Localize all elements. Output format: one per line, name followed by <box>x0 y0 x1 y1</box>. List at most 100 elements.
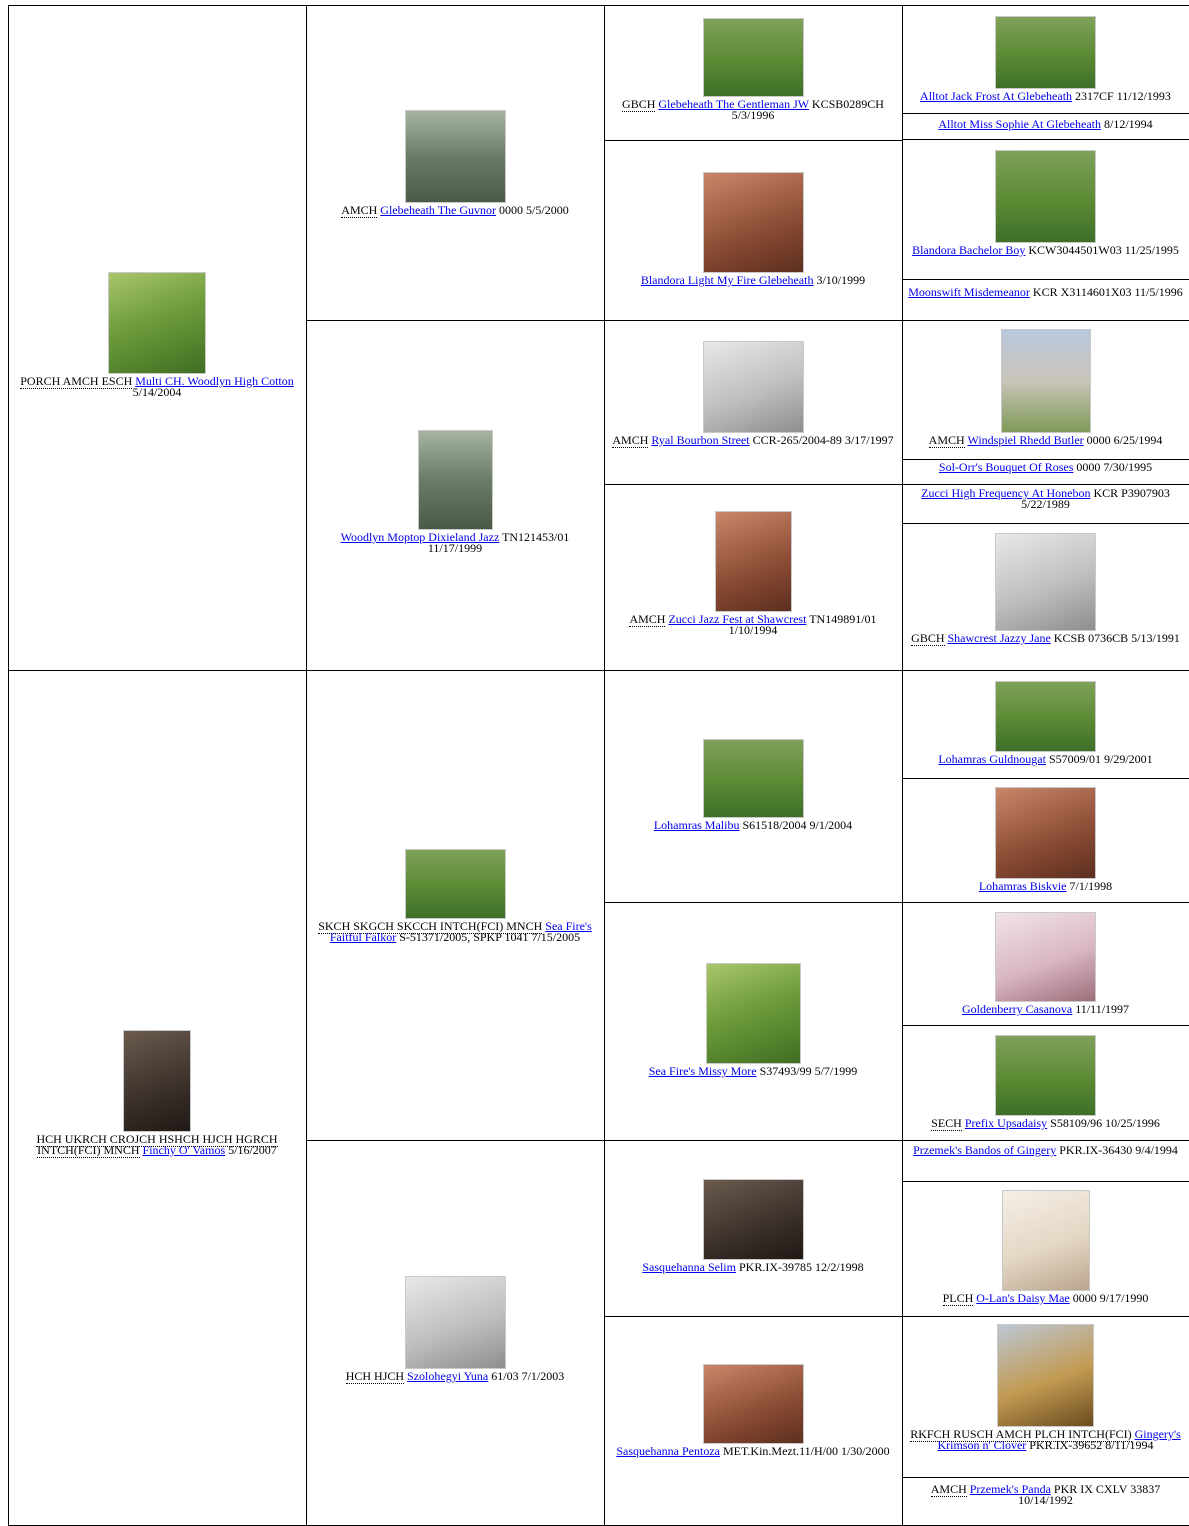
dog-caption: HCH HJCH Szolohegyi Yuna 61/03 7/1/2003 <box>312 1369 598 1384</box>
dog-entry: Sea Fire's Missy More S37493/99 5/7/1999 <box>610 963 896 1077</box>
dog-titles: HCH HJCH <box>345 1369 405 1384</box>
dog-entry: Blandora Light My Fire Glebeheath 3/10/1… <box>610 172 896 286</box>
dog-caption: Woodlyn Moptop Dixieland Jazz TN121453/0… <box>312 530 598 555</box>
dog-photo <box>995 1035 1096 1116</box>
gen4-box <box>902 484 1189 524</box>
dog-caption: Lohamras Malibu S61518/2004 9/1/2004 <box>610 818 896 832</box>
dog-name-link[interactable]: Sasquehanna Pentoza <box>616 1444 720 1458</box>
dog-name-link[interactable]: Alltot Miss Sophie At Glebeheath <box>938 117 1101 131</box>
dog-name-link[interactable]: Windspiel Rhedd Butler <box>967 433 1084 447</box>
dog-registration: 5/14/2004 <box>132 385 182 399</box>
dog-photo <box>1001 1190 1090 1291</box>
dog-name-link[interactable]: Glebeheath The Guvnor <box>380 203 497 217</box>
dog-registration: MET.Kin.Mezt.11/H/00 1/30/2000 <box>722 1444 890 1458</box>
dog-photo <box>714 511 792 612</box>
dog-name-link[interactable]: Alltot Jack Frost At Glebeheath <box>920 89 1073 103</box>
dog-photo <box>108 272 206 374</box>
dog-photo <box>417 430 493 530</box>
dog-entry: Sasquehanna Pentoza MET.Kin.Mezt.11/H/00… <box>610 1364 896 1457</box>
dog-entry: AMCH Ryal Bourbon Street CCR-265/2004-89… <box>610 341 896 448</box>
dog-name-link[interactable]: Sea Fire's Missy More <box>648 1064 757 1078</box>
dog-name-link[interactable]: Przemek's Panda <box>969 1482 1051 1496</box>
dog-entry: SKCH SKGCH SKCCH INTCH(FCI) MNCH Sea Fir… <box>312 849 598 943</box>
dog-registration: TN149891/01 1/10/1994 <box>728 612 877 637</box>
dog-caption: Goldenberry Casanova 11/11/1997 <box>906 1002 1185 1016</box>
dog-registration: KCW3044501W03 11/25/1995 <box>1028 243 1179 257</box>
dog-entry: Goldenberry Casanova 11/11/1997 <box>906 912 1185 1015</box>
dog-photo <box>702 1364 804 1444</box>
dog-registration: 0000 5/5/2000 <box>499 203 569 217</box>
dog-name-link[interactable]: Lohamras Malibu <box>653 818 740 832</box>
dog-entry: Zucci High Frequency At Honebon KCR P390… <box>906 486 1185 510</box>
dog-name-link[interactable]: Glebeheath The Gentleman JW <box>658 97 809 111</box>
dog-photo <box>404 1276 506 1369</box>
dog-name-link[interactable]: Lohamras Guldnougat <box>938 752 1046 766</box>
dog-name-link[interactable]: Blandora Bachelor Boy <box>912 243 1026 257</box>
dog-photo <box>702 1179 804 1260</box>
dog-entry: AMCH Zucci Jazz Fest at Shawcrest TN1498… <box>610 511 896 636</box>
dog-titles: AMCH <box>341 203 378 218</box>
dog-entry: Sasquehanna Selim PKR.IX-39785 12/2/1998 <box>610 1179 896 1273</box>
dog-entry: Lohamras Biskvie 7/1/1998 <box>906 787 1185 892</box>
dog-name-link[interactable]: Ryal Bourbon Street <box>651 433 750 447</box>
dog-registration: 11/11/1997 <box>1075 1002 1130 1016</box>
dog-registration: CCR-265/2004-89 3/17/1997 <box>752 433 894 447</box>
dog-photo <box>404 110 506 203</box>
dog-entry: GBCH Shawcrest Jazzy Jane KCSB 0736CB 5/… <box>906 533 1185 646</box>
gen4-box <box>902 113 1189 140</box>
dog-caption: Lohamras Biskvie 7/1/1998 <box>906 879 1185 893</box>
dog-name-link[interactable]: Shawcrest Jazzy Jane <box>947 631 1051 645</box>
dog-caption: AMCH Windspiel Rhedd Butler 0000 6/25/19… <box>906 433 1185 448</box>
dog-caption: RKFCH RUSCH AMCH PLCH INTCH(FCI) Gingery… <box>906 1427 1185 1452</box>
dog-name-link[interactable]: Szolohegyi Yuna <box>407 1369 489 1383</box>
dog-photo <box>404 849 506 919</box>
dog-registration: S57009/01 9/29/2001 <box>1048 752 1153 766</box>
dog-photo <box>123 1030 191 1132</box>
dog-name-link[interactable]: Moonswift Misdemeanor <box>908 285 1030 299</box>
dog-registration: 3/10/1999 <box>816 273 866 287</box>
dog-name-link[interactable]: Multi CH. Woodlyn High Cotton <box>135 374 294 388</box>
dog-name-link[interactable]: Przemek's Bandos of Gingery <box>913 1143 1057 1157</box>
dog-caption: PLCH O-Lan's Daisy Mae 0000 9/17/1990 <box>906 1291 1185 1306</box>
dog-registration: 2317CF 11/12/1993 <box>1075 89 1171 103</box>
dog-photo <box>995 681 1096 752</box>
dog-name-link[interactable]: Sol-Orr's Bouquet Of Roses <box>938 460 1074 474</box>
dog-caption: Przemek's Bandos of Gingery PKR.IX-36430… <box>906 1143 1185 1157</box>
dog-entry: Sol-Orr's Bouquet Of Roses 0000 7/30/199… <box>906 460 1185 474</box>
dog-name-link[interactable]: Sasquehanna Selim <box>642 1260 736 1274</box>
dog-caption: Alltot Jack Frost At Glebeheath 2317CF 1… <box>906 89 1185 103</box>
dog-titles: PORCH AMCH ESCH <box>20 374 133 389</box>
dog-titles: GBCH <box>622 97 656 112</box>
dog-name-link[interactable]: Lohamras Biskvie <box>978 879 1067 893</box>
dog-caption: Zucci High Frequency At Honebon KCR P390… <box>906 486 1185 510</box>
dog-registration: PKR.IX-39652 8/11/1994 <box>1029 1438 1154 1452</box>
dog-caption: Moonswift Misdemeanor KCR X3114601X03 11… <box>906 285 1185 299</box>
dog-name-link[interactable]: Blandora Light My Fire Glebeheath <box>640 273 814 287</box>
dog-registration: KCSB 0736CB 5/13/1991 <box>1053 631 1180 645</box>
dog-titles: AMCH <box>930 1482 967 1497</box>
dog-titles: PLCH <box>942 1291 974 1306</box>
dog-photo <box>997 1324 1094 1427</box>
dog-registration: TN121453/01 11/17/1999 <box>427 530 570 555</box>
dog-registration: S-51371/2005, SPKP 1041 7/15/2005 <box>399 930 581 944</box>
dog-entry: HCH UKRCH CROJCH HSHCH HJCH HGRCH INTCH(… <box>14 1030 300 1158</box>
dog-name-link[interactable]: Woodlyn Moptop Dixieland Jazz <box>340 530 500 544</box>
dog-photo <box>995 787 1096 879</box>
dog-name-link[interactable]: Zucci High Frequency At Honebon <box>921 486 1091 500</box>
dog-name-link[interactable]: Prefix Upsadaisy <box>964 1116 1048 1130</box>
dog-titles: SECH <box>931 1116 962 1131</box>
dog-titles: HCH UKRCH CROJCH HSHCH HJCH HGRCH INTCH(… <box>36 1132 278 1158</box>
dog-titles: AMCH <box>612 433 649 448</box>
dog-name-link[interactable]: O-Lan's Daisy Mae <box>976 1291 1070 1305</box>
dog-name-link[interactable]: Gingery's Krimson n' Clover <box>937 1427 1181 1452</box>
dog-name-link[interactable]: Zucci Jazz Fest at Shawcrest <box>668 612 807 626</box>
dog-titles: AMCH <box>928 433 965 448</box>
dog-name-link[interactable]: Finchy O' Vamos <box>142 1143 226 1157</box>
dog-titles: AMCH <box>629 612 666 627</box>
dog-registration: 61/03 7/1/2003 <box>491 1369 565 1383</box>
dog-entry: HCH HJCH Szolohegyi Yuna 61/03 7/1/2003 <box>312 1276 598 1384</box>
dog-name-link[interactable]: Goldenberry Casanova <box>961 1002 1073 1016</box>
dog-name-link[interactable]: Sea Fire's Faitful Falkor <box>329 919 592 944</box>
dog-entry: Blandora Bachelor Boy KCW3044501W03 11/2… <box>906 150 1185 256</box>
gen1-box <box>8 670 307 1526</box>
